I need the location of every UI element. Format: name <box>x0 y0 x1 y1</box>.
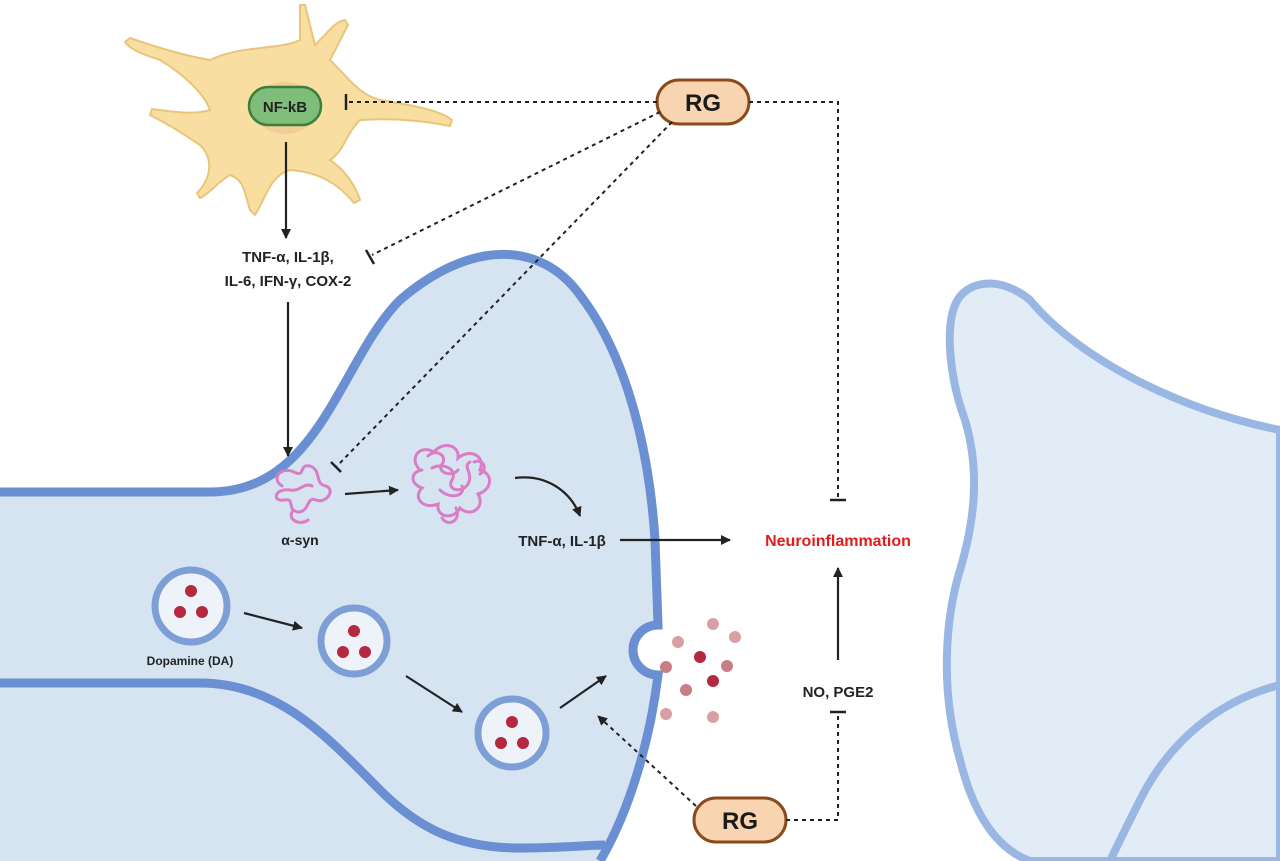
dopamine-vesicle-1 <box>151 566 231 646</box>
alpha-syn-label: α-syn <box>281 532 318 548</box>
nfkb-label: NF-kB <box>263 99 307 116</box>
alpha-syn-aggregate <box>411 443 491 524</box>
presynaptic-membrane-bottom <box>0 678 606 853</box>
cytokines-label-line1: TNF-α, IL-1β, <box>242 249 334 266</box>
alpha-syn-monomer <box>274 464 332 524</box>
no-pge2-label: NO, PGE2 <box>803 684 874 701</box>
dopamine-vesicle-2 <box>317 604 391 678</box>
inhibition-bars <box>330 94 846 714</box>
pathway-arrows <box>243 142 843 713</box>
nfkb-nucleus <box>247 85 323 127</box>
cytokines-label-line2: IL-6, IFN-γ, COX-2 <box>225 273 352 290</box>
tnf-il1b-label: TNF-α, IL-1β <box>518 533 606 550</box>
rg-inhibition-lines <box>336 101 839 821</box>
neuroinflammation-label: Neuroinflammation <box>765 533 911 550</box>
presynaptic-terminal <box>0 254 658 861</box>
released-dopamine <box>660 618 741 723</box>
rg-release-dashed-arrow <box>597 715 697 807</box>
postsynaptic-edge <box>1106 681 1280 861</box>
postsynaptic-body <box>942 279 1280 861</box>
rg-label-bottom: RG <box>722 808 758 835</box>
dopamine-vesicle-3 <box>474 695 550 771</box>
rg-label-top: RG <box>685 90 721 117</box>
presynaptic-membrane <box>0 249 664 861</box>
dopamine-label: Dopamine (DA) <box>147 654 234 668</box>
